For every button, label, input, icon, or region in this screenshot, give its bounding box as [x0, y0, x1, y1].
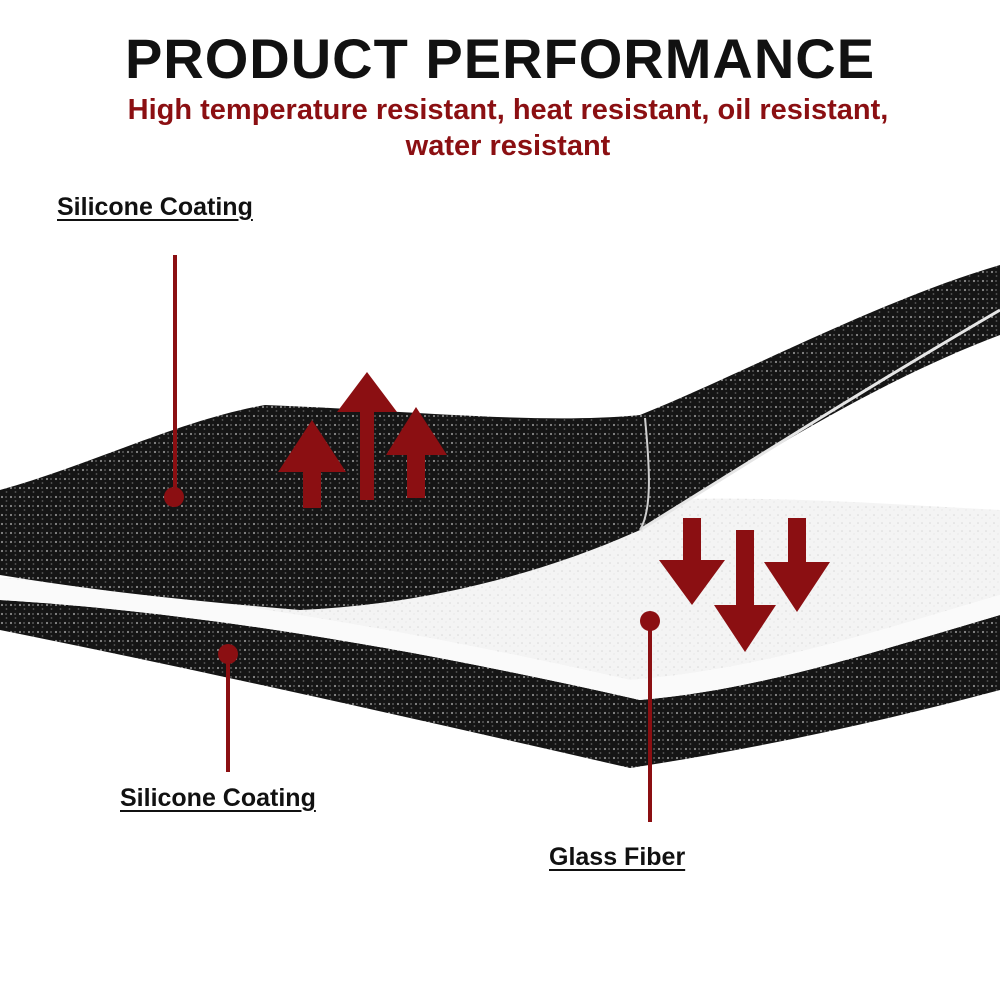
bottom-coating-layer	[0, 600, 1000, 768]
up-arrows-icon	[278, 372, 447, 508]
pointer-glass-fiber	[640, 611, 660, 822]
pointer-top-coating	[164, 255, 184, 507]
label-glass-fiber: Glass Fiber	[549, 843, 686, 871]
label-bottom-silicone-coating: Silicone Coating	[120, 784, 316, 812]
glass-fiber-edge	[0, 578, 1000, 700]
top-coating-highlight	[639, 308, 1000, 532]
page-title: PRODUCT PERFORMANCE	[124, 27, 876, 90]
top-coating-layer	[0, 265, 1000, 610]
label-top-silicone-coating: Silicone Coating	[57, 193, 253, 221]
down-arrows-icon	[659, 518, 830, 652]
pointer-bottom-coating	[218, 644, 238, 772]
subtitle: High temperature resistant, heat resista…	[127, 94, 889, 162]
top-coating-fold	[639, 417, 650, 531]
